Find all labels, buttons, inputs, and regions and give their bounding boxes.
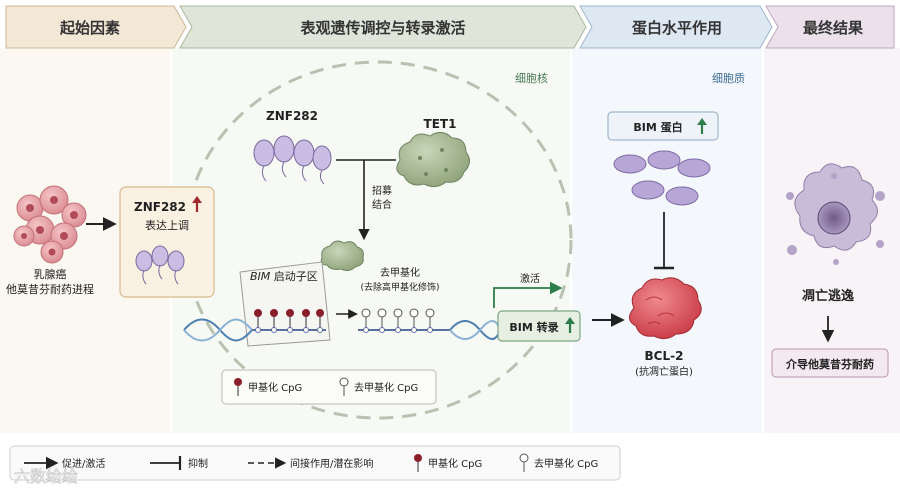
up-arrow-red-icon bbox=[192, 196, 202, 212]
demethylated-cpg-icon bbox=[425, 308, 435, 333]
nucleus-legend-demethyl: 去甲基化 CpG bbox=[354, 381, 418, 394]
up-arrow-green-icon bbox=[565, 317, 575, 333]
bim-promoter-panel bbox=[239, 261, 331, 347]
znf-box-title: ZNF282 bbox=[134, 200, 186, 214]
methylated-cpg-icon bbox=[302, 309, 310, 333]
inhibit-bim-to-bcl2 bbox=[654, 212, 674, 270]
bcl2-label: BCL-2 bbox=[645, 349, 684, 363]
demethylated-cpg-sites bbox=[361, 308, 435, 333]
stage4-chevron bbox=[765, 5, 895, 49]
cell-label-line1: 乳腺癌 bbox=[34, 267, 67, 281]
demethyl-label-line1: 去甲基化 bbox=[380, 266, 420, 279]
stage1-title: 起始因素 bbox=[59, 19, 120, 37]
stage1-chevron bbox=[5, 5, 187, 49]
apoptosis-escape-label: 凋亡逃逸 bbox=[802, 288, 854, 304]
methylated-cpg-icon bbox=[316, 309, 324, 333]
up-arrow-green-icon bbox=[697, 118, 707, 134]
recruit-label-line1: 招募 bbox=[372, 184, 392, 197]
nucleus-label: 细胞核 bbox=[515, 71, 548, 85]
bcl2-protein-icon bbox=[629, 277, 702, 340]
znf-box-subtitle: 表达上调 bbox=[145, 218, 189, 232]
tet1-label: TET1 bbox=[424, 117, 457, 131]
legend-demethyl-label: 去甲基化 CpG bbox=[534, 457, 598, 470]
dna-helix-left bbox=[183, 318, 253, 342]
stage2-title: 表观遗传调控与转录激活 bbox=[300, 19, 465, 37]
legend-promote-label: 促进/激活 bbox=[62, 457, 105, 470]
legend-inhibit-icon bbox=[150, 456, 182, 470]
znf282-protein-icon bbox=[253, 135, 332, 185]
methylated-cpg-sites bbox=[254, 309, 324, 333]
legend-demethyl-cpg-icon bbox=[519, 453, 529, 472]
nucleus-legend-box bbox=[221, 369, 437, 405]
demethylated-cpg-icon bbox=[409, 308, 419, 333]
resistance-label: 介导他莫昔芬耐药 bbox=[785, 357, 874, 371]
tet1-bound-icon bbox=[320, 240, 364, 272]
dna-helix-right bbox=[449, 320, 501, 340]
legend-methyl-label: 甲基化 CpG bbox=[428, 457, 482, 470]
bim-protein-label: BIM 蛋白 bbox=[633, 120, 682, 134]
cytoplasm-label: 细胞质 bbox=[712, 72, 745, 85]
znf-nucleus-label: ZNF282 bbox=[266, 109, 318, 123]
cell-label-line2: 他莫昔芬耐药进程 bbox=[6, 283, 94, 296]
promoter-label: BIM 启动子区 bbox=[250, 270, 318, 283]
stage2-panel bbox=[172, 48, 570, 433]
nucleus-legend-methyl: 甲基化 CpG bbox=[248, 381, 302, 394]
bcl2-sublabel: (抗凋亡蛋白) bbox=[635, 365, 693, 378]
legend-methyl-cpg-icon bbox=[414, 454, 422, 472]
bim-transcription-label: BIM 转录 bbox=[509, 320, 558, 334]
activate-label: 激活 bbox=[520, 272, 540, 285]
tet1-protein-icon bbox=[396, 132, 470, 188]
demethyl-label-line2: (去除高甲基化修饰) bbox=[360, 281, 439, 293]
promoter-region-text: 启动子区 bbox=[270, 270, 318, 283]
header-row: 起始因素 表观遗传调控与转录激活 蛋白水平作用 最终结果 bbox=[5, 5, 895, 49]
methylated-cpg-icon bbox=[286, 309, 294, 333]
bim-protein-box bbox=[607, 111, 719, 141]
bim-transcription-box bbox=[497, 310, 581, 342]
legend-inhibit-label: 抑制 bbox=[188, 457, 208, 470]
stage3-title: 蛋白水平作用 bbox=[632, 19, 722, 37]
demethylated-cpg-icon bbox=[377, 308, 387, 333]
demethylated-cpg-icon bbox=[361, 308, 371, 333]
znf282-protein-small-icon bbox=[135, 245, 185, 285]
methylated-cpg-legend-icon bbox=[234, 378, 242, 396]
resistance-box bbox=[771, 348, 889, 378]
bim-protein-molecules bbox=[613, 150, 711, 206]
bottom-legend-box bbox=[9, 445, 621, 481]
watermark-text: 六数绘绘 bbox=[14, 467, 78, 486]
activation-arrow bbox=[493, 281, 563, 308]
methylated-cpg-icon bbox=[254, 309, 262, 333]
demethylated-cpg-legend-icon bbox=[339, 377, 349, 396]
demethylated-cpg-icon bbox=[393, 308, 403, 333]
stage4-title: 最终结果 bbox=[803, 19, 864, 37]
breast-cancer-cells bbox=[13, 185, 87, 264]
apoptotic-cell-icon bbox=[786, 163, 885, 265]
stage2-chevron bbox=[179, 5, 587, 49]
methylated-cpg-icon bbox=[270, 309, 278, 333]
promoter-gene-name: BIM bbox=[250, 270, 271, 283]
legend-indirect-label: 间接作用/潜在影响 bbox=[290, 457, 373, 470]
stage3-chevron bbox=[579, 5, 773, 49]
recruit-label-line2: 结合 bbox=[372, 198, 392, 211]
